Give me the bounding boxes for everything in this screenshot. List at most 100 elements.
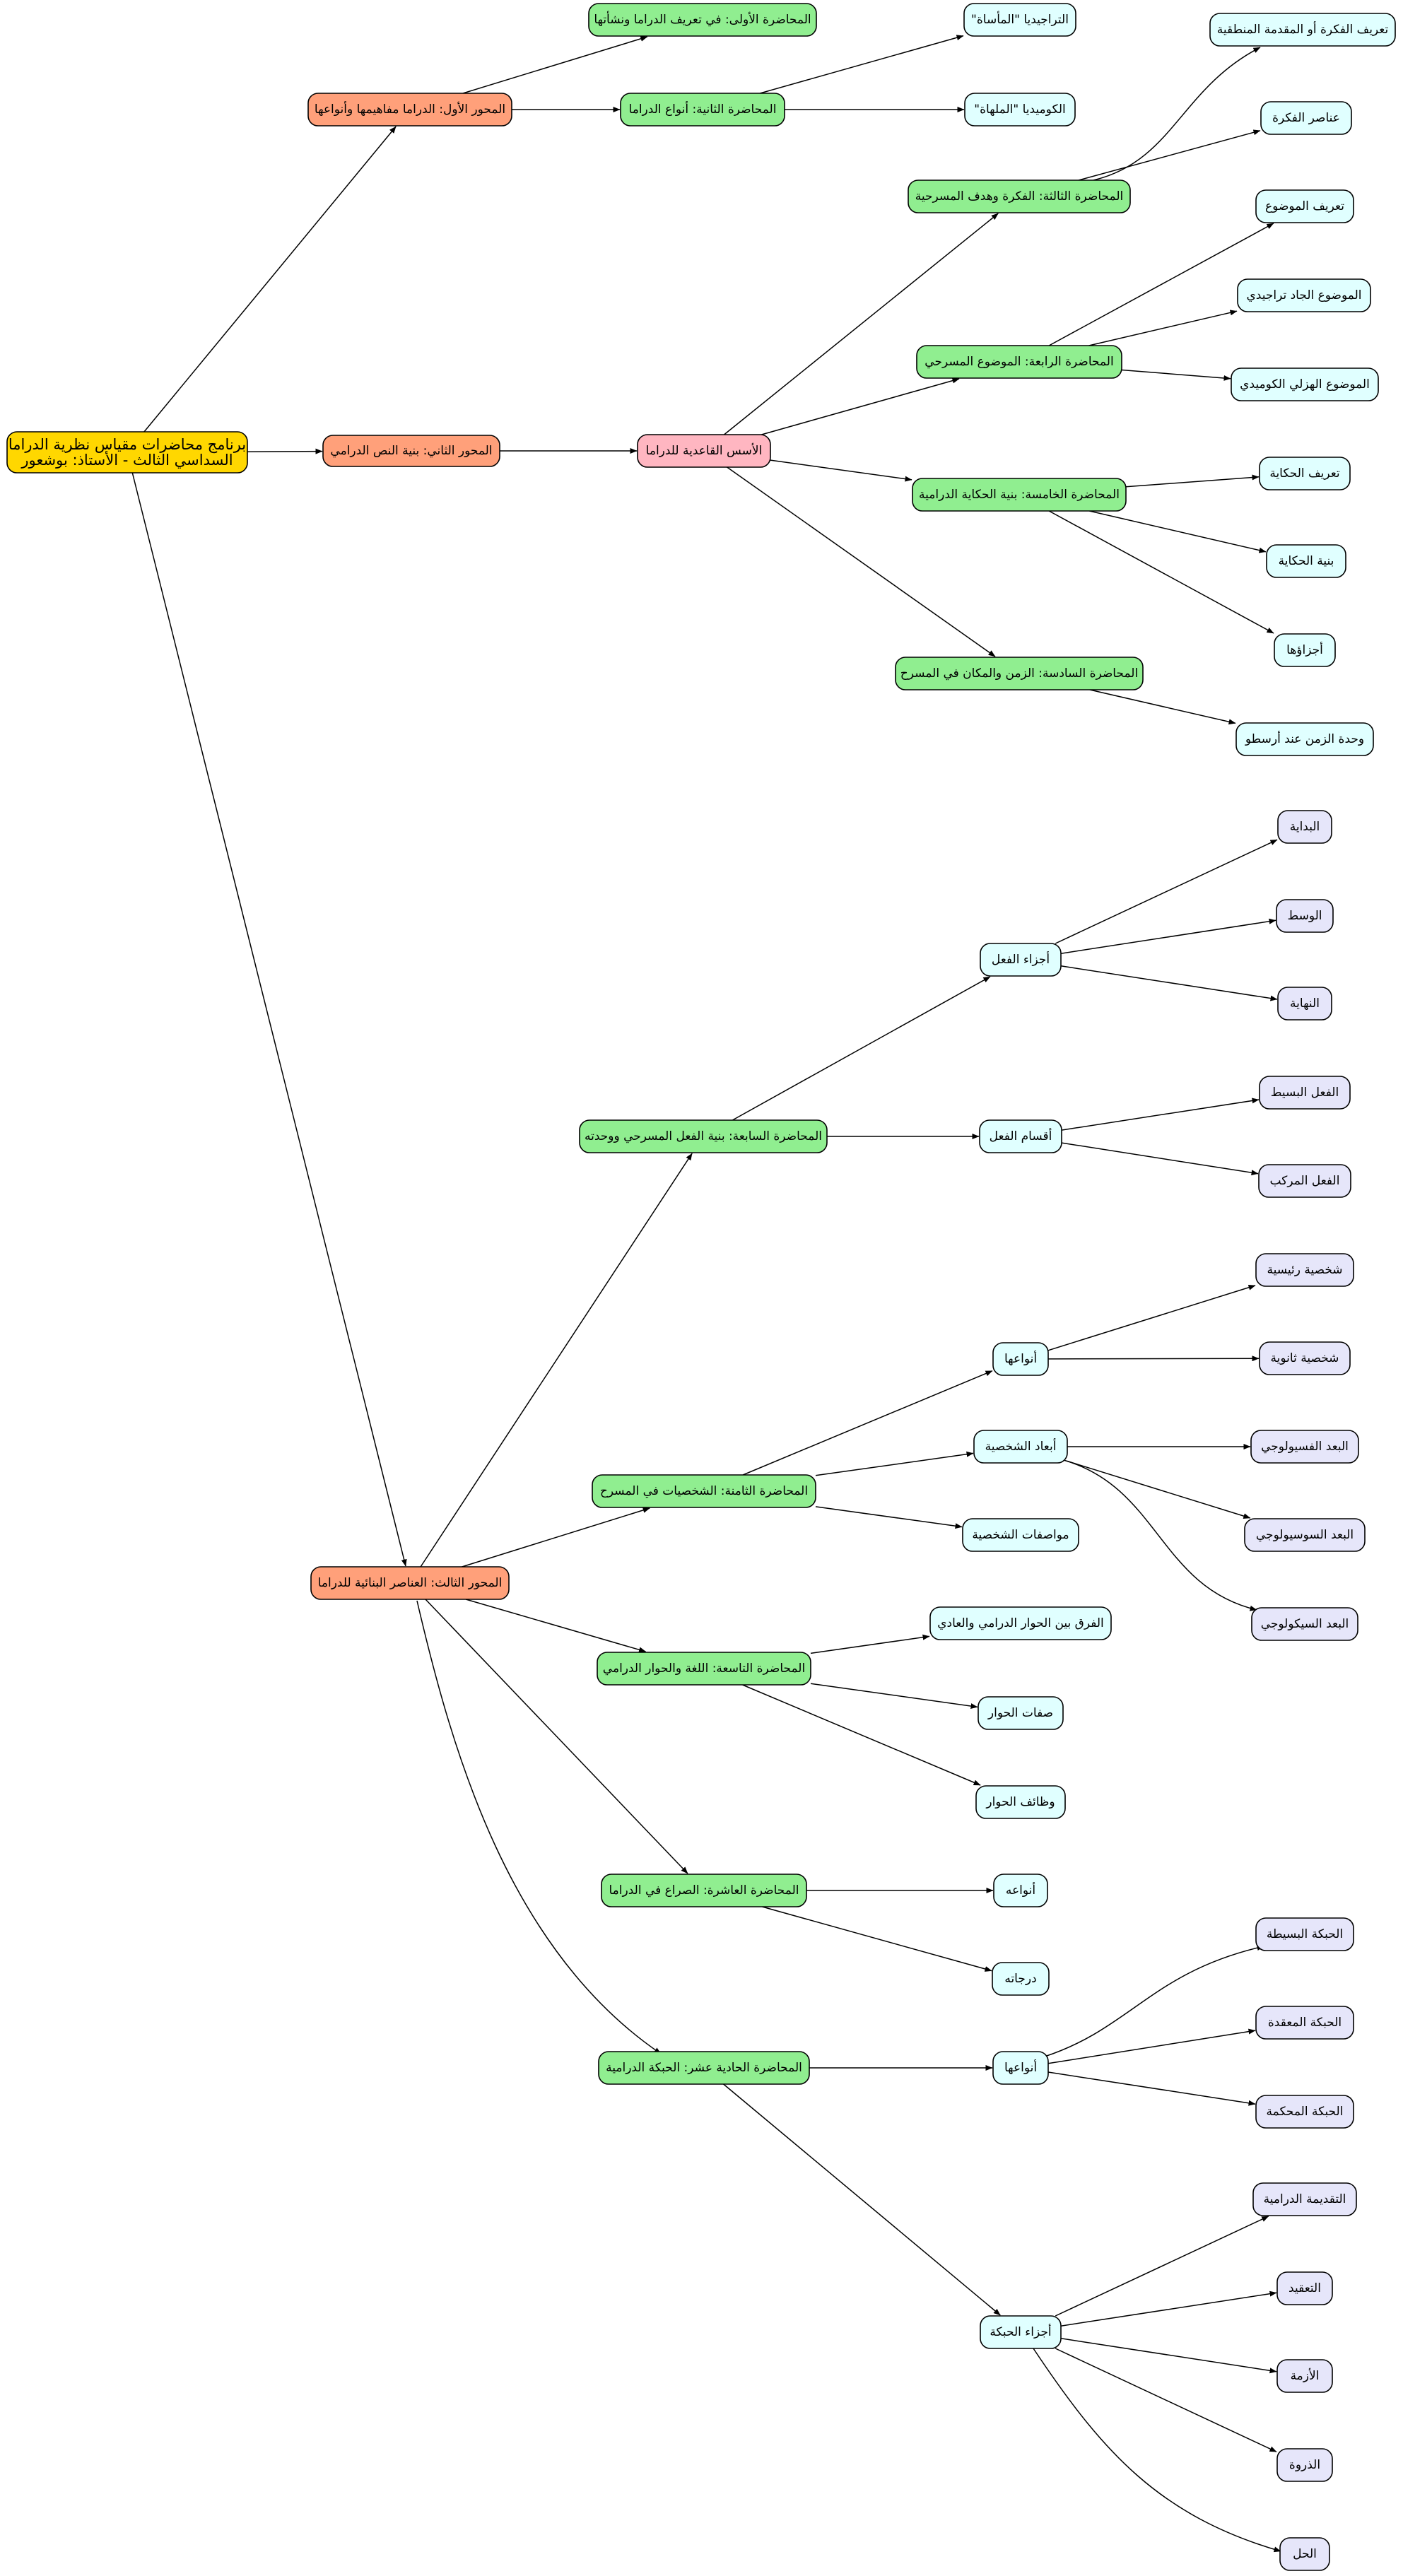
node-box	[601, 1874, 807, 1907]
edge-found-to-l6	[727, 466, 996, 657]
edge-t_plot_types-to-d_plot_simple	[1044, 1945, 1264, 2057]
edge-l11-to-t_plot_parts	[723, 2083, 1001, 2316]
node-box	[1274, 633, 1336, 667]
node-box	[1235, 722, 1374, 756]
node-label: أبعاد الشخصية	[985, 1438, 1057, 1454]
node-label: الفعل البسيط	[1271, 1086, 1339, 1100]
node-box	[1255, 1253, 1354, 1287]
node-label: الفرق بين الحوار الدرامي والعادي	[937, 1616, 1104, 1630]
edge-l9-to-t_dial_diff	[810, 1634, 930, 1654]
node-t-act-types: أقسام الفعل	[979, 1119, 1062, 1153]
node-label: الموضوع الجاد تراجيدي	[1246, 288, 1361, 302]
node-d-phys: البعد الفسيولوجي	[1250, 1430, 1359, 1464]
node-label: شخصية رئيسية	[1267, 1263, 1342, 1277]
node-label: الحبكة المعقدة	[1268, 2016, 1342, 2030]
node-box	[1237, 278, 1371, 312]
edge-layer	[131, 35, 1281, 2553]
node-box	[1251, 1607, 1358, 1641]
node-label: المحاضرة الثامنة: الشخصيات في المسرح	[600, 1484, 808, 1498]
node-l10: المحاضرة العاشرة: الصراع في الدراما	[601, 1874, 807, 1907]
node-d-intro: التقديمة الدرامية	[1252, 2182, 1357, 2216]
node-label: المحاضرة التاسعة: اللغة والحوار الدرامي	[603, 1662, 805, 1676]
edge-found-to-l5	[770, 459, 912, 482]
node-t-idea-def: تعريف الفكرة أو المقدمة المنطقية	[1209, 13, 1396, 47]
edge-t_act_parts-to-d_middle	[1060, 918, 1276, 954]
node-label: البداية	[1290, 820, 1320, 834]
node-box	[1255, 2006, 1354, 2040]
node-label: الكوميديا "الملهاة"	[974, 102, 1065, 117]
node-label: المحور الثالث: العناصر البنائية للدراما	[318, 1576, 503, 1590]
node-box	[962, 1518, 1079, 1552]
node-box	[1276, 899, 1334, 933]
node-found: الأسس القاعدية للدراما	[637, 434, 771, 468]
edge-t_plot_types-to-d_plot_complex	[1047, 2028, 1256, 2064]
edge-l5-to-t_story_def	[1125, 474, 1260, 488]
node-t-dial-diff: الفرق بين الحوار الدرامي والعادي	[929, 1606, 1112, 1640]
edge-t_act_types-to-d_complex_act	[1061, 1142, 1259, 1176]
node-box	[588, 3, 817, 37]
node-t-plot-parts: أجزاء الحبكة	[980, 2315, 1062, 2349]
node-label: البعد السيكولوجي	[1261, 1617, 1349, 1631]
node-label: درجاته	[1004, 1972, 1036, 1986]
node-l8: المحاضرة الثامنة: الشخصيات في المسرح	[592, 1474, 816, 1508]
node-label: التعقيد	[1288, 2281, 1321, 2295]
node-t-story-def: تعريف الحكاية	[1259, 457, 1351, 490]
node-box	[979, 1119, 1062, 1153]
node-layer: برنامج محاضرات مقياس نظرية الدراماالسداس…	[6, 3, 1396, 2571]
node-label: تعريف الموضوع	[1265, 199, 1344, 213]
node-label: المحاضرة الحادية عشر: الحبكة الدرامية	[606, 2061, 802, 2075]
node-ax3: المحور الثالث: العناصر البنائية للدراما	[310, 1566, 510, 1600]
node-d-plot-complex: الحبكة المعقدة	[1255, 2006, 1354, 2040]
edge-t_plot_parts-to-d_complication	[1060, 2290, 1277, 2327]
node-box	[579, 1119, 828, 1153]
node-label: تعريف الحكاية	[1269, 466, 1340, 481]
edge-ax3-to-l8	[462, 1507, 650, 1568]
node-d-main-char: شخصية رئيسية	[1255, 1253, 1354, 1287]
node-t-subj-def: تعريف الموضوع	[1255, 189, 1354, 223]
edge-t_char_types-to-d_sec_char	[1047, 1355, 1260, 1362]
node-box	[637, 434, 771, 468]
node-label: المحاضرة السادسة: الزمن والمكان في المسر…	[900, 666, 1138, 681]
node-ax2: المحور الثاني: بنية النص الدرامي	[322, 435, 500, 467]
edge-ax3-to-l7	[420, 1153, 693, 1568]
node-t-unity-time: وحدة الزمن عند أرسطو	[1235, 722, 1374, 756]
edge-ax3-to-l9	[465, 1599, 646, 1653]
edge-l2-to-t_trag	[760, 35, 964, 94]
node-d-plot-simple: الحبكة البسيطة	[1255, 1917, 1354, 1951]
node-t-subj-com: الموضوع الهزلي الكوميدي	[1231, 367, 1379, 401]
node-l4: المحاضرة الرابعة: الموضوع المسرحي	[916, 345, 1122, 379]
node-t-trag: التراجيديا "المأساة"	[963, 3, 1076, 37]
node-box	[1259, 1076, 1351, 1110]
node-label: برنامج محاضرات مقياس نظرية الدراما	[8, 436, 246, 453]
node-label: المحور الثاني: بنية النص الدرامي	[330, 444, 492, 458]
node-label: أقسام الفعل	[990, 1128, 1052, 1143]
node-box	[980, 2315, 1062, 2349]
edge-found-to-l3	[724, 213, 999, 435]
node-box	[964, 93, 1076, 127]
edge-l9-to-t_dial_attr	[810, 1683, 978, 1710]
node-box	[1255, 2095, 1354, 2129]
node-label: أجزاؤها	[1286, 642, 1323, 657]
node-label: المحور الأول: الدراما مفاهيمها وأنواعها	[315, 101, 505, 117]
edge-t_act_types-to-d_simple_act	[1061, 1098, 1260, 1131]
node-box	[992, 2051, 1049, 2085]
node-label: بنية الحكاية	[1279, 554, 1334, 568]
edge-ax1-to-l1	[462, 35, 648, 94]
edge-l10-to-t_conf_levels	[762, 1906, 992, 1972]
node-box	[598, 2051, 810, 2085]
node-t-idea-el: عناصر الفكرة	[1260, 101, 1352, 135]
edge-l7-to-t_act_parts	[732, 976, 991, 1121]
edge-l4-to-t_subj_trag	[1088, 310, 1238, 346]
node-t-char-dims: أبعاد الشخصية	[973, 1430, 1068, 1464]
node-label: المحاضرة العاشرة: الصراع في الدراما	[609, 1883, 799, 1898]
node-box	[307, 93, 512, 127]
node-box	[1260, 101, 1352, 135]
node-box	[592, 1474, 816, 1508]
node-label: المحاضرة السابعة: بنية الفعل المسرحي ووح…	[585, 1129, 822, 1143]
node-t-act-parts: أجزاء الفعل	[980, 943, 1062, 977]
node-box	[895, 657, 1144, 690]
node-label: شخصية ثانوية	[1271, 1351, 1339, 1365]
node-d-psych: البعد السيكولوجي	[1251, 1607, 1358, 1641]
node-t-char-types: أنواعها	[992, 1342, 1049, 1376]
